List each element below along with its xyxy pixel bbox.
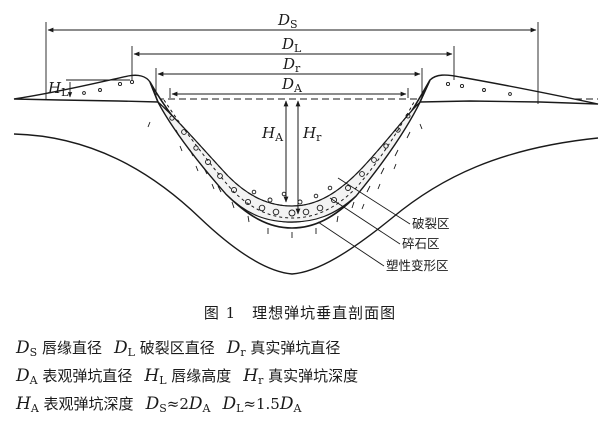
legend-text: 真实弹坑深度 [263, 367, 359, 385]
depth-arrows [283, 100, 301, 215]
hr-label: Hr [302, 124, 322, 144]
apparent-crater-surface [157, 101, 421, 207]
legend-symbol: DA [16, 366, 38, 387]
dimension-arrows [47, 27, 537, 97]
ha-label: HA [261, 124, 284, 144]
right-lip-ejecta [418, 74, 599, 105]
da-label: DA [281, 75, 303, 95]
legend-row: DS 唇缘直径 DL 破裂区直径 Dr 真实弹坑直径 [16, 334, 591, 362]
legend-entry: HL 唇缘高度 [144, 366, 232, 387]
legend-text: 表观弹坑直径 [37, 367, 133, 385]
figure-caption: 图 1 理想弹坑垂直剖面图 [203, 304, 397, 322]
plastic-zone-label: 塑性变形区 [386, 258, 449, 273]
legend-text: ≈2 [166, 395, 189, 413]
legend-entry: HA 表观弹坑深度 [16, 394, 134, 415]
legend-text: 唇缘直径 [37, 339, 102, 357]
legend-symbol: HL [144, 366, 167, 387]
legend-text: 破裂区直径 [134, 339, 215, 357]
dr-label: Dr [282, 55, 301, 75]
rubble-pebbles [82, 79, 512, 217]
legend-symbol: DS [16, 338, 38, 359]
legend-text: 表观弹坑深度 [38, 395, 134, 413]
symbol-legend: DS 唇缘直径 DL 破裂区直径 Dr 真实弹坑直径 DA 表观弹坑直径 HL 唇缘高度… [16, 334, 591, 418]
legend-row: DA 表观弹坑直径 HL 唇缘高度 Hr 真实弹坑深度 [16, 362, 591, 390]
legend-entry: DA 表观弹坑直径 [16, 366, 133, 387]
legend-text: 真实弹坑直径 [245, 339, 341, 357]
hl-dimension [66, 79, 130, 98]
legend-entry: Hr 真实弹坑深度 [243, 366, 359, 387]
legend-entry: DL≈1.5DA [222, 394, 302, 415]
crater-profile-diagram: DS DL Dr DA HL HA Hr 破裂区 碎石区 塑性变形区 [13, 11, 599, 275]
legend-symbol: DL [222, 394, 244, 415]
legend-symbol: DL [113, 338, 135, 359]
true-crater-boundary [163, 99, 415, 219]
dl-label: DL [281, 35, 302, 55]
plastic-zone-ticks [147, 121, 423, 238]
legend-symbol: DA [279, 394, 302, 415]
left-lip-ejecta [13, 74, 160, 103]
legend-entry: Dr 真实弹坑直径 [226, 338, 341, 359]
legend-symbol: HA [16, 394, 39, 415]
rubble-zone [157, 101, 421, 223]
legend-entry: DL 破裂区直径 [113, 338, 215, 359]
legend-text: ≈1.5 [243, 395, 280, 413]
zone-leaders [317, 177, 411, 267]
extension-lines [45, 22, 539, 104]
rubble-zone-label: 碎石区 [402, 236, 440, 251]
legend-symbol: Hr [243, 366, 264, 387]
legend-symbol: DS [145, 394, 167, 415]
legend-symbol: DA [188, 394, 211, 415]
ds-label: DS [277, 11, 298, 31]
hl-label: HL [47, 79, 69, 99]
fracture-zone-label: 破裂区 [412, 216, 450, 231]
legend-text: 唇缘高度 [166, 367, 232, 385]
plastic-zone-boundary [13, 133, 599, 275]
legend-entry: DS≈2DA [145, 394, 211, 415]
legend-symbol: Dr [226, 338, 246, 359]
legend-entry: DS 唇缘直径 [16, 338, 102, 359]
